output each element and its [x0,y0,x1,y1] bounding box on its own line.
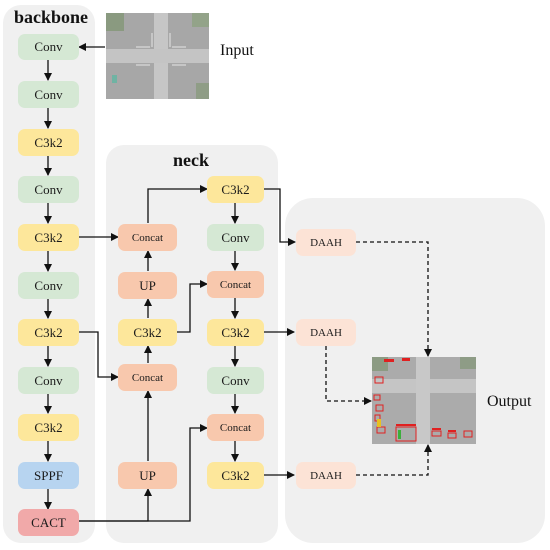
backbone-conv-3: Conv [18,176,79,203]
backbone-cact: CACT [18,509,79,536]
neck-c3k2-right-bottom: C3k2 [207,462,264,489]
daah-head-1: DAAH [296,229,356,256]
backbone-c3k2-1: C3k2 [18,129,79,156]
neck-c3k2-right-mid: C3k2 [207,319,264,346]
daah-head-3: DAAH [296,462,356,489]
backbone-title: backbone [14,7,89,27]
neck-concat-mid: Concat [118,364,177,391]
neck-c3k2-right-top: C3k2 [207,176,264,203]
neck-up-top: UP [118,272,177,299]
backbone-sppf: SPPF [18,462,79,489]
output-image [372,357,476,444]
neck-conv-right-top: Conv [207,224,264,251]
neck-concat-right-top: Concat [207,271,264,298]
backbone-c3k2-4: C3k2 [18,414,79,441]
neck-conv-right-bottom: Conv [207,367,264,394]
neck-concat-right-bottom: Concat [207,414,264,441]
daah-head-2: DAAH [296,319,356,346]
neck-title: neck [173,150,209,170]
output-label: Output [487,393,532,410]
backbone-conv-1: Conv [18,34,79,60]
input-image [106,13,209,99]
backbone-c3k2-2: C3k2 [18,224,79,251]
neck-concat-top: Concat [118,224,177,251]
backbone-conv-5: Conv [18,367,79,394]
neck-up-bottom: UP [118,462,177,489]
input-label: Input [220,42,254,59]
backbone-conv-4: Conv [18,272,79,299]
backbone-c3k2-3: C3k2 [18,319,79,346]
backbone-conv-2: Conv [18,81,79,108]
neck-c3k2-left: C3k2 [118,319,177,346]
